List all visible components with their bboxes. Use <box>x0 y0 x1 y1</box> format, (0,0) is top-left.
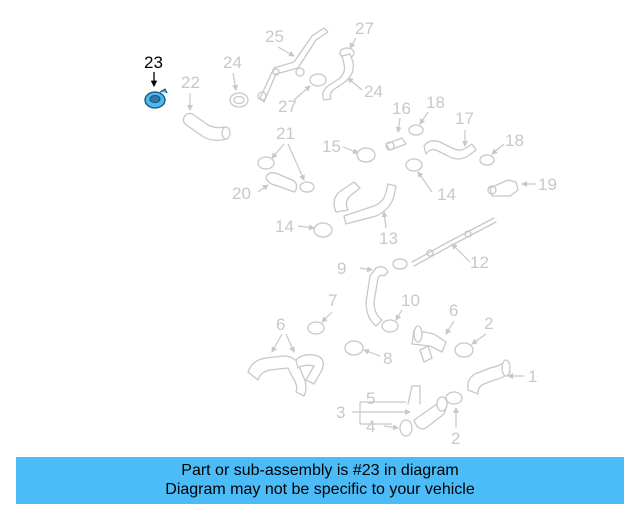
part-13-pipe[interactable]: 13 <box>333 181 398 248</box>
part-12-pipe[interactable]: 12 <box>411 217 497 272</box>
part-27-clamp-a[interactable]: 27 <box>278 73 327 116</box>
callout-7: 6 <box>276 315 285 334</box>
part-24-clamp[interactable]: 24 <box>223 53 249 108</box>
callout-22: 22 <box>181 73 200 92</box>
part-17-hose[interactable]: 17 <box>423 109 477 160</box>
part-3-assembly[interactable]: 3 <box>336 401 411 425</box>
callout-24: 24 <box>223 53 242 72</box>
callout-14a: 14 <box>437 185 456 204</box>
callout-17: 17 <box>455 109 474 128</box>
part-23-clamp[interactable]: 23 <box>144 53 168 109</box>
part-9-clamp[interactable]: 8 <box>344 340 392 368</box>
part-21-clamps[interactable]: 21 <box>257 124 315 193</box>
callout-15: 15 <box>322 137 341 156</box>
part-2-clamp-b[interactable]: 2 <box>445 391 463 448</box>
part-18-clamp-b[interactable]: 18 <box>479 131 524 166</box>
callout-26: 24 <box>364 82 383 101</box>
callout-13: 13 <box>379 229 398 248</box>
callout-18b: 18 <box>505 131 524 150</box>
callout-6: 6 <box>449 301 458 320</box>
part-19-fitting[interactable]: 19 <box>487 175 557 197</box>
part-4-oring[interactable]: 4 <box>366 417 413 437</box>
part-27-clamp-b[interactable]: 27 <box>339 19 374 59</box>
part-20-hose[interactable]: 20 <box>232 172 298 203</box>
part-14-clamp-b[interactable]: 14 <box>275 217 333 238</box>
part-16-fitting[interactable]: 16 <box>385 99 411 151</box>
callout-14b: 14 <box>275 217 294 236</box>
part-2-clamp-a[interactable]: 2 <box>454 314 493 358</box>
part-10-hose[interactable]: 9 <box>337 258 408 327</box>
part-1-hose[interactable]: 1 <box>467 359 538 395</box>
part-14-clamp-a[interactable]: 14 <box>405 158 456 204</box>
part-18-clamp-a[interactable]: 18 <box>408 93 445 136</box>
part-7-hose[interactable]: 6 <box>247 315 324 397</box>
callout-10: 9 <box>337 259 346 278</box>
callout-21: 21 <box>276 124 295 143</box>
callout-1: 1 <box>528 367 537 386</box>
callout-16: 16 <box>392 99 411 118</box>
part-11-clamp[interactable]: 10 <box>381 291 420 333</box>
part-8-clamp[interactable]: 7 <box>307 291 337 335</box>
callout-12: 12 <box>470 253 489 272</box>
callout-23: 23 <box>144 53 163 72</box>
callout-2a: 2 <box>484 314 493 333</box>
part-3-housing[interactable] <box>413 396 448 430</box>
callout-4: 4 <box>366 417 375 436</box>
callout-27a: 27 <box>278 97 297 116</box>
callout-8: 7 <box>328 291 337 310</box>
banner-line-2: Diagram may not be specific to your vehi… <box>165 481 475 498</box>
part-5-bracket[interactable]: 5 <box>366 385 421 408</box>
callout-27b: 27 <box>355 19 374 38</box>
callout-2b: 2 <box>451 429 460 448</box>
callout-3: 3 <box>336 403 345 422</box>
info-banner: Part or sub-assembly is #23 in diagram D… <box>16 457 624 504</box>
callout-11: 10 <box>401 291 420 310</box>
banner-line-1: Part or sub-assembly is #23 in diagram <box>181 462 459 479</box>
part-22-hose[interactable]: 22 <box>181 73 231 142</box>
callout-5: 5 <box>366 389 375 408</box>
callout-9: 8 <box>383 349 392 368</box>
parts-diagram: 23 22 24 25 27 27 24 <box>144 19 557 448</box>
callout-25: 25 <box>265 27 284 46</box>
callout-18a: 18 <box>426 93 445 112</box>
part-26-hose[interactable]: 24 <box>322 53 383 101</box>
part-15-clamp[interactable]: 15 <box>322 137 376 163</box>
part-25-pipe[interactable]: 25 <box>257 27 329 103</box>
callout-20: 20 <box>232 184 251 203</box>
callout-19: 19 <box>538 175 557 194</box>
part-6-fitting[interactable]: 6 <box>411 301 458 363</box>
